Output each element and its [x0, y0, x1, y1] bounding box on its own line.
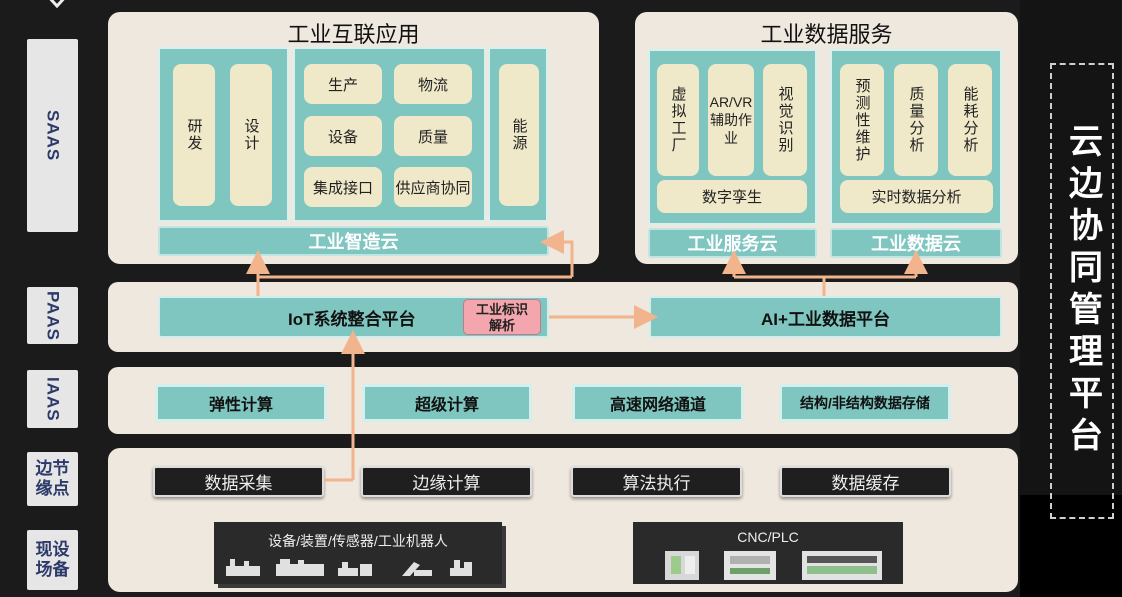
edge-cache[interactable]: 数据缓存: [780, 466, 951, 497]
app-rd[interactable]: 研发: [173, 64, 215, 206]
app-logistics[interactable]: 物流: [394, 64, 472, 104]
layer-label-saas: SAAS: [27, 39, 78, 232]
industrial-service-cloud[interactable]: 工业服务云: [648, 228, 817, 258]
iaas-network[interactable]: 高速网络通道: [572, 384, 744, 422]
svc-energy-analysis[interactable]: 能耗分析: [948, 64, 992, 176]
layer-label-iaas: IAAS: [27, 370, 78, 428]
sensors-label: 设备/装置/传感器/工业机器人: [268, 533, 448, 549]
industrial-data-cloud[interactable]: 工业数据云: [830, 228, 1002, 258]
identifier-badge[interactable]: 工业标识解析: [463, 299, 541, 335]
industrial-apps-panel: 工业互联应用 研发 设计 生产 物流 设备 质量 集成接口 供应商协同 能源 工…: [108, 12, 599, 264]
smart-manufacturing-cloud[interactable]: 工业智造云: [158, 226, 549, 256]
svc-quality-analysis[interactable]: 质量分析: [894, 64, 938, 176]
cnc-plc-label: CNC/PLC: [737, 529, 799, 545]
svc-virtual-factory[interactable]: 虚拟工厂: [657, 64, 699, 176]
side-title-text: 云边协同管理平台: [1063, 123, 1102, 459]
sensors-device-box: 设备/装置/传感器/工业机器人: [214, 522, 502, 584]
app-quality[interactable]: 质量: [394, 116, 472, 156]
cnc-plc-device-box: CNC/PLC: [633, 522, 903, 584]
edge-compute[interactable]: 边缘计算: [361, 466, 532, 497]
svc-digital-twin[interactable]: 数字孪生: [657, 180, 807, 213]
svc-ar-vr[interactable]: AR/VR辅助作业: [708, 64, 754, 176]
app-supplier[interactable]: 供应商协同: [394, 167, 472, 207]
svc-predictive[interactable]: 预测性维护: [840, 64, 884, 176]
app-energy[interactable]: 能源: [499, 64, 539, 206]
iaas-super-compute[interactable]: 超级计算: [362, 384, 532, 422]
layer-label-device: 现设场备: [27, 530, 78, 590]
app-production[interactable]: 生产: [304, 64, 382, 104]
ai-platform-label: AI+工业数据平台: [761, 309, 890, 329]
plc-hardware-icons: [665, 551, 882, 580]
edge-data-collect[interactable]: 数据采集: [153, 466, 324, 497]
app-equipment[interactable]: 设备: [304, 116, 382, 156]
industrial-equipment-icons: [226, 559, 472, 576]
edge-algorithm[interactable]: 算法执行: [571, 466, 742, 497]
industrial-apps-title: 工业互联应用: [287, 22, 420, 47]
data-services-title: 工业数据服务: [760, 22, 893, 47]
layer-label-edge: 边节缘点: [27, 452, 78, 506]
svc-realtime[interactable]: 实时数据分析: [840, 180, 993, 213]
logo-icon: [44, 0, 70, 10]
app-design[interactable]: 设计: [230, 64, 272, 206]
right-background-lower: [1020, 495, 1122, 597]
layer-label-paas: PAAS: [27, 287, 78, 344]
iaas-elastic-compute[interactable]: 弹性计算: [155, 384, 327, 422]
cloud-edge-platform-title: 云边协同管理平台: [1050, 63, 1114, 519]
identifier-label: 工业标识解析: [475, 302, 528, 333]
iot-platform-label: IoT系统整合平台: [288, 309, 416, 329]
svc-visual[interactable]: 视觉识别: [763, 64, 807, 176]
ai-data-platform[interactable]: AI+工业数据平台: [649, 296, 1002, 338]
app-integration[interactable]: 集成接口: [304, 167, 382, 207]
data-services-panel: 工业数据服务 虚拟工厂 AR/VR辅助作业 视觉识别 数字孪生 预测性维护 质量…: [635, 12, 1018, 264]
iaas-storage[interactable]: 结构/非结构数据存储: [779, 384, 951, 422]
